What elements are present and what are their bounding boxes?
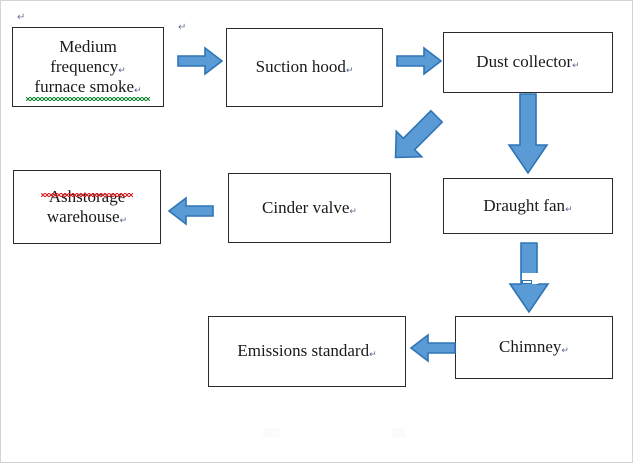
paragraph-mark-top-middle: ↵ <box>178 22 187 33</box>
node-text: Cinder valve <box>262 197 350 217</box>
arrow-down-fan-to-chimney <box>506 242 552 314</box>
node-chimney[interactable]: Chimney↵ <box>455 316 613 379</box>
node-label: Cinder valve↵ <box>262 198 357 218</box>
node-text: Draught fan <box>483 195 566 215</box>
node-emissions-standard[interactable]: Emissions standard↵ <box>208 316 406 387</box>
paragraph-mark: ↵ <box>118 64 126 75</box>
node-line-2: warehouse <box>46 207 120 226</box>
node-line-3: furnace smoke <box>34 77 135 97</box>
node-text: Chimney <box>499 337 562 357</box>
paragraph-mark: ↵ <box>345 65 354 76</box>
arrow-left-cinder-to-ash <box>166 196 214 226</box>
paragraph-mark: ↵ <box>565 203 573 214</box>
node-line-1: Medium <box>59 36 117 56</box>
node-label: Dust collector↵ <box>476 52 579 72</box>
node-label: Chimney↵ <box>499 337 569 357</box>
node-label: Suction hood↵ <box>256 57 354 77</box>
background-artifact-right <box>392 428 405 438</box>
node-text: Emissions standard <box>237 341 370 361</box>
node-cinder-valve[interactable]: Cinder valve↵ <box>228 173 391 243</box>
background-artifact-left <box>263 428 279 437</box>
node-text: Suction hood <box>255 57 346 77</box>
node-draught-fan[interactable]: Draught fan↵ <box>443 178 613 234</box>
paragraph-mark: ↵ <box>561 345 569 356</box>
paragraph-mark: ↵ <box>119 215 128 225</box>
paragraph-mark: ↵ <box>369 349 377 360</box>
node-line-2: frequency <box>50 56 119 76</box>
paragraph-mark-top-left: ↵ <box>17 12 26 23</box>
node-suction-hood[interactable]: Suction hood↵ <box>226 28 383 107</box>
paragraph-mark: ↵ <box>134 85 142 96</box>
arrow-right-smoke-to-hood <box>177 46 223 76</box>
arrow-down-left-collector-to-cinder <box>381 92 461 172</box>
node-label: Draught fan↵ <box>483 196 572 216</box>
arrow-left-chimney-to-emissions <box>408 333 456 363</box>
paragraph-mark: ↵ <box>572 60 580 71</box>
arrow-right-hood-to-collector <box>396 46 442 76</box>
node-label: Emissions standard↵ <box>237 341 376 361</box>
node-dust-collector[interactable]: Dust collector↵ <box>443 32 613 93</box>
node-text: Dust collector <box>476 52 573 72</box>
arrow-down-collector-to-fan <box>505 93 551 175</box>
node-line-1: Ashstorage <box>48 186 126 206</box>
paragraph-mark: ↵ <box>349 205 357 216</box>
